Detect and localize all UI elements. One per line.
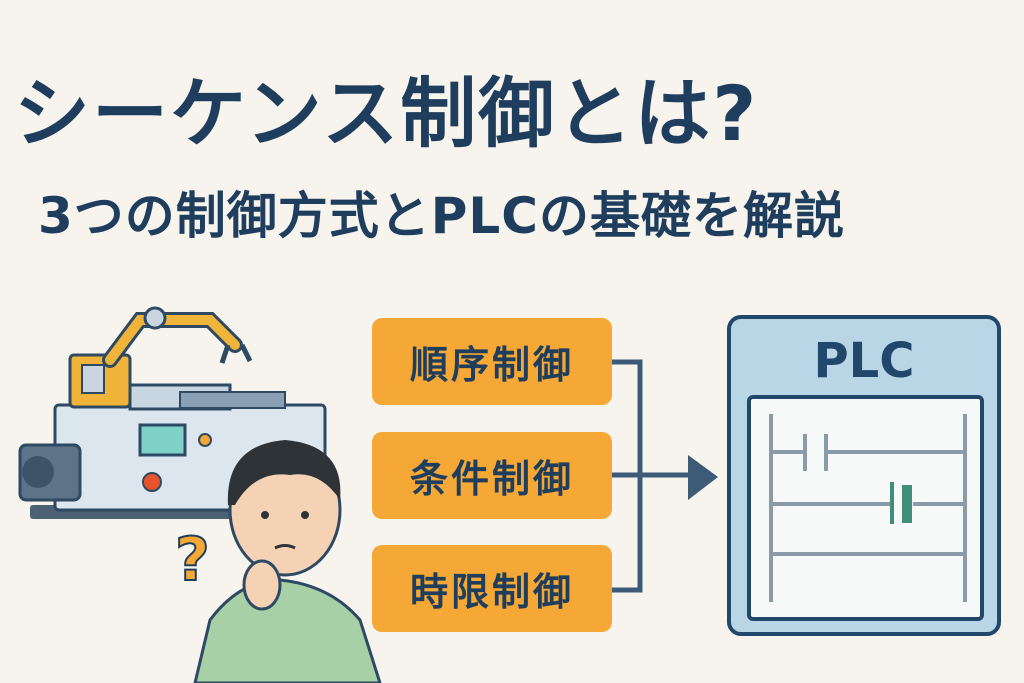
page-subtitle: 3つの制御方式とPLCの基礎を解説 [38,187,845,245]
connector-lines [612,359,690,593]
ladder-diagram [747,395,984,621]
method-condition-control: 条件制御 [372,432,612,519]
page-title: シーケンス制御とは? [14,69,759,158]
question-mark-icon: ? [175,525,210,595]
arrow-right-icon [688,455,718,500]
plc-label: PLC [813,333,915,389]
plc-panel: PLC [727,315,1001,636]
relay-coil-icon [890,482,894,524]
method-sequence-control: 順序制御 [372,318,612,405]
method-timed-control: 時限制御 [372,545,612,632]
thinking-person-illustration [193,440,382,683]
